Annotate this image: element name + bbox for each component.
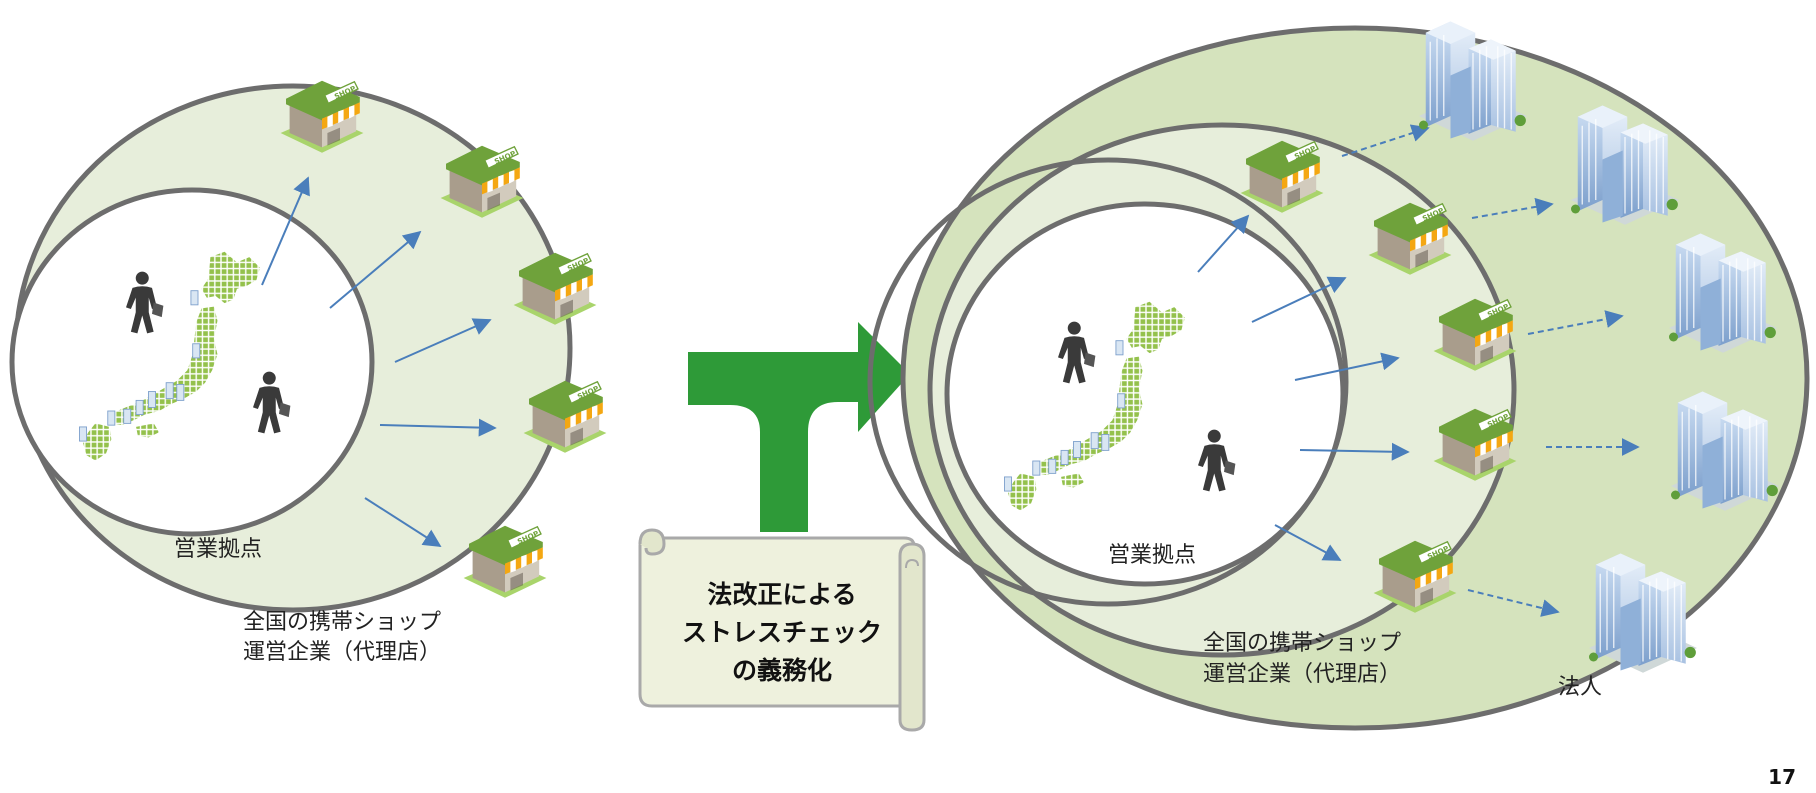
right-group: 営業拠点 全国の携帯ショップ 運営企業（代理店） 法人 [867,20,1810,731]
right-middle-label-line-1: 全国の携帯ショップ [1203,631,1401,656]
transition-group: 法改正による ストレスチェック の義務化 [638,322,926,732]
arrow [329,230,422,309]
scroll-line-2: ストレスチェック [682,618,882,647]
arrow [364,497,442,547]
dashed-arrow [1471,197,1554,219]
left-outer-label-line-1: 全国の携帯ショップ [243,610,441,635]
big-turn-arrow [688,322,910,532]
arrow [1197,214,1250,273]
office-building-icon [1418,20,1528,142]
scroll-line-1: 法改正による [707,580,856,609]
dashed-arrow [1341,124,1430,157]
right-middle-label-line-2: 運営企業（代理店） [1203,662,1401,687]
right-inner-circle [867,157,1349,607]
arrow [1274,524,1342,561]
arrow [1294,352,1400,381]
left-inner-label: 営業拠点 [174,537,262,562]
dashed-arrow [1467,589,1560,617]
left-outer-label-line-2: 運営企業（代理店） [243,640,441,665]
left-group: 営業拠点 全国の携帯ショップ 運営企業（代理店） [9,80,608,665]
arrow [394,318,492,363]
scroll-line-3: の義務化 [732,656,832,685]
page-number: 17 [1768,765,1796,789]
arrow [1299,442,1410,461]
right-inner-label: 営業拠点 [1108,543,1196,568]
arrow [261,176,310,286]
right-inner-fill [944,201,1346,587]
right-outer-label: 法人 [1558,675,1602,700]
arrow [379,418,497,437]
dashed-arrow [1527,310,1624,335]
arrow [1251,276,1347,323]
